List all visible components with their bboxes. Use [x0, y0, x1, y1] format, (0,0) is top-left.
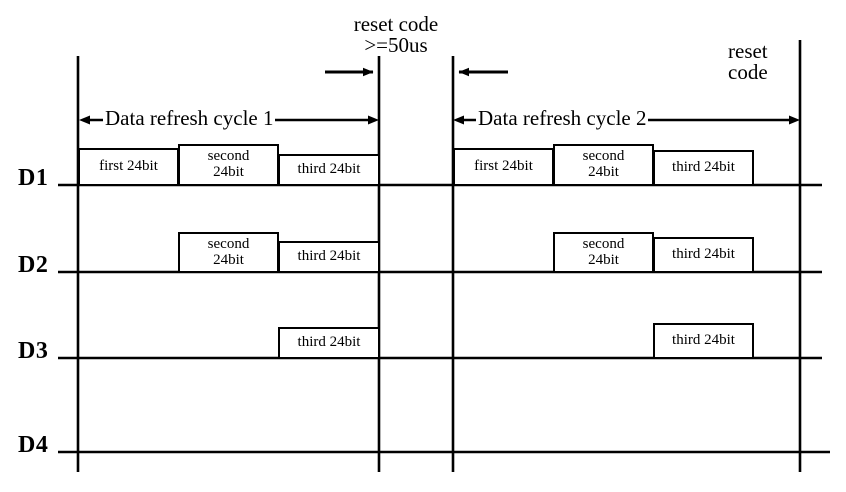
- reset-code-top-label: reset code >=50us: [296, 12, 496, 58]
- cycle1-arrowhead-right: [368, 115, 379, 125]
- packet-d2-c1-second-line2: 24bit: [213, 251, 244, 268]
- packet-d1-c2-second: second 24bit: [553, 144, 654, 186]
- cycle-label-1: Data refresh cycle 1: [103, 106, 276, 130]
- packet-d1-c2-third: third 24bit: [653, 150, 754, 186]
- packet-d2-c1-second: second 24bit: [178, 232, 279, 273]
- cycle-label-2: Data refresh cycle 2: [476, 106, 649, 130]
- cycle1-arrowhead-left: [79, 115, 90, 125]
- rail-label-D3: D3: [18, 338, 49, 364]
- rail-baselines: [58, 183, 830, 454]
- cycle2-arrowhead-right: [789, 115, 800, 125]
- vertical-guides: [76, 40, 802, 472]
- rail-label-D2: D2: [18, 252, 49, 278]
- packet-d1-c1-second: second 24bit: [178, 144, 279, 186]
- packet-d2-c2-second-line1: second: [582, 235, 625, 252]
- packet-d2-c2-second: second 24bit: [553, 232, 654, 273]
- rail-label-D4: D4: [18, 432, 49, 458]
- packet-d1-c1-second-line1: second: [207, 148, 250, 165]
- packet-d1-c2-first: first 24bit: [453, 148, 554, 186]
- reset-code-right-line1: reset: [728, 39, 768, 63]
- packet-d1-c1-second-line2: 24bit: [213, 164, 244, 180]
- reset-code-right-line2: code: [728, 60, 768, 85]
- cycle2-arrowhead-left: [453, 115, 464, 125]
- packet-d1-c1-first: first 24bit: [78, 148, 179, 186]
- rail-label-D1: D1: [18, 165, 49, 191]
- packet-d3-c1-third: third 24bit: [278, 327, 380, 359]
- packet-d2-c1-second-line1: second: [207, 235, 250, 252]
- reset-code-top-line1: reset code: [353, 12, 439, 36]
- reset-code-right-label: reset code: [728, 39, 808, 85]
- packet-d2-c1-third: third 24bit: [278, 241, 380, 273]
- packet-d3-c2-third: third 24bit: [653, 323, 754, 359]
- packet-d2-c2-third: third 24bit: [653, 237, 754, 273]
- packet-d1-c2-second-line2: 24bit: [588, 164, 619, 180]
- packet-d2-c2-second-line2: 24bit: [588, 251, 619, 268]
- packet-d1-c1-third: third 24bit: [278, 154, 380, 186]
- reset-code-top-line2: >=50us: [364, 33, 428, 58]
- packet-d1-c2-second-line1: second: [582, 148, 625, 165]
